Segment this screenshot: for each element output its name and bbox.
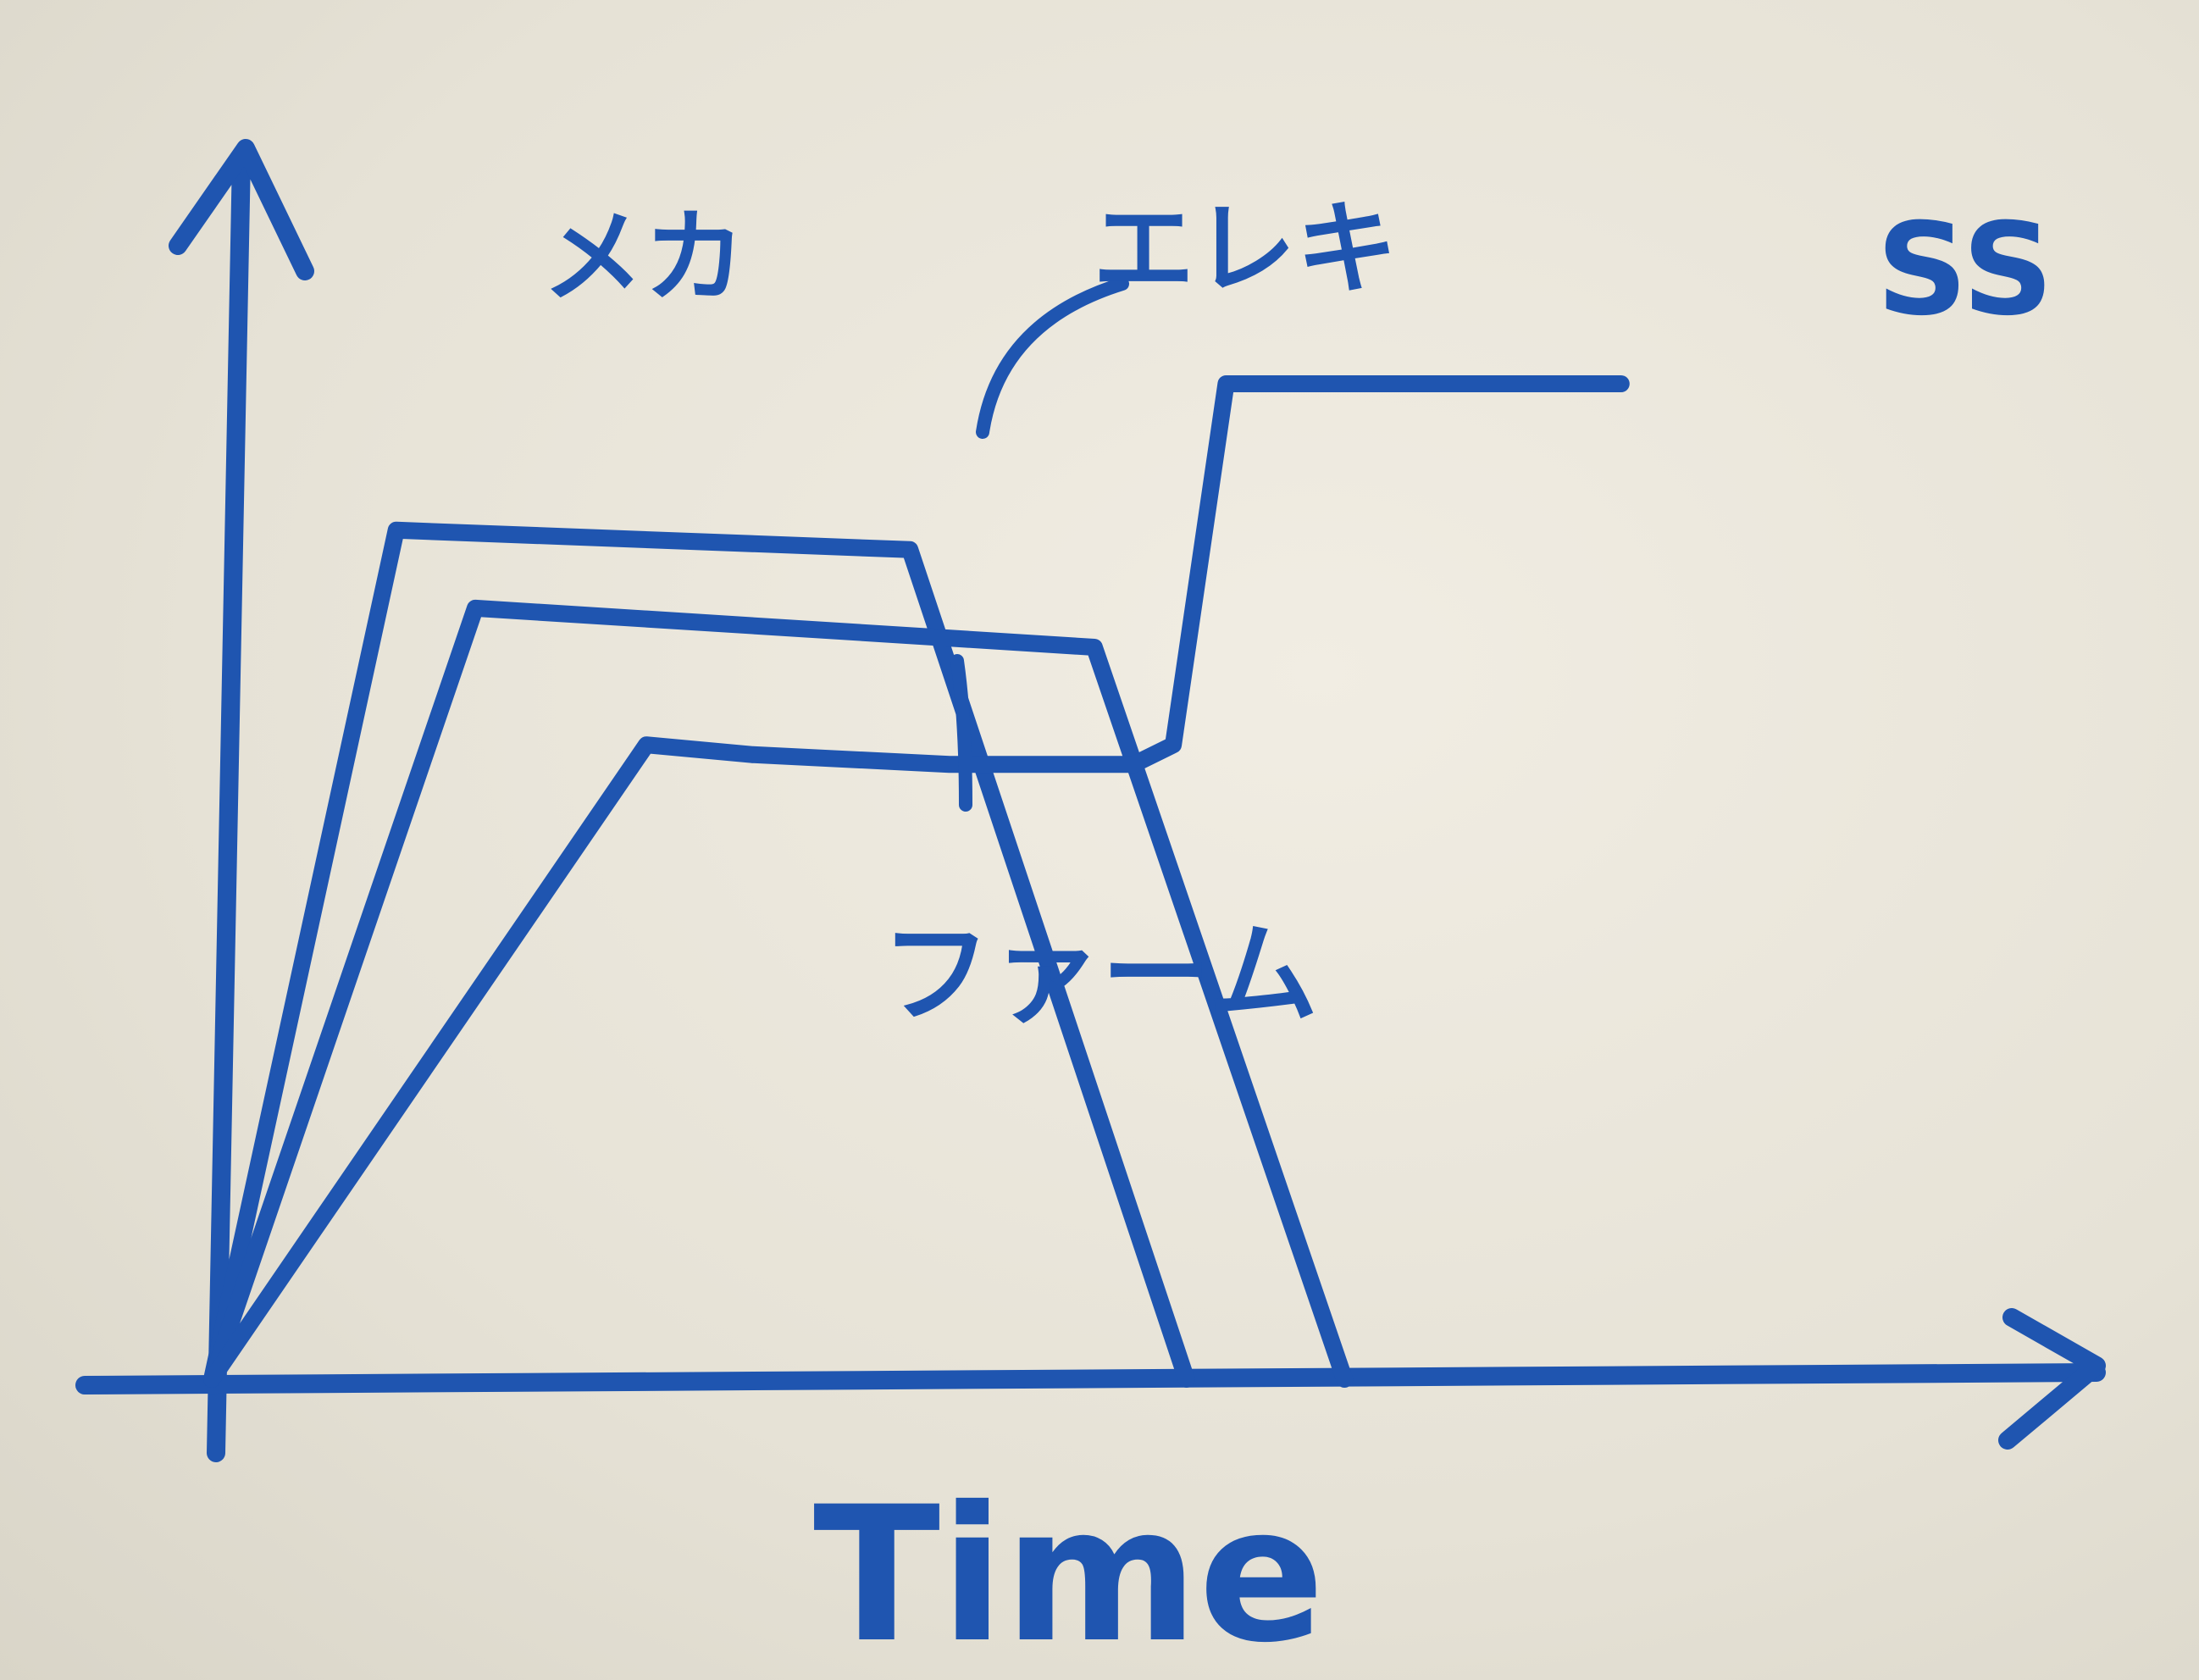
series-line-elec [203,599,1354,1388]
y-axis-arrowhead [169,139,314,280]
x-axis-arrowhead [1998,1308,2106,1450]
x-axis-label: Time [813,1467,1325,1680]
series-label-firm: ファーム [881,910,1318,1039]
series-line-mecha [203,521,1195,1388]
series-label-mecha: メカ [542,199,745,317]
series-line-firm [203,375,1630,1388]
annotation-ss: SS [1876,197,2053,344]
x-axis-line [75,1363,2106,1394]
series-label-elec: エレキ [1093,191,1398,308]
leader-elec [976,277,1129,439]
leader-firm [950,654,972,812]
y-axis-line [207,147,251,1462]
